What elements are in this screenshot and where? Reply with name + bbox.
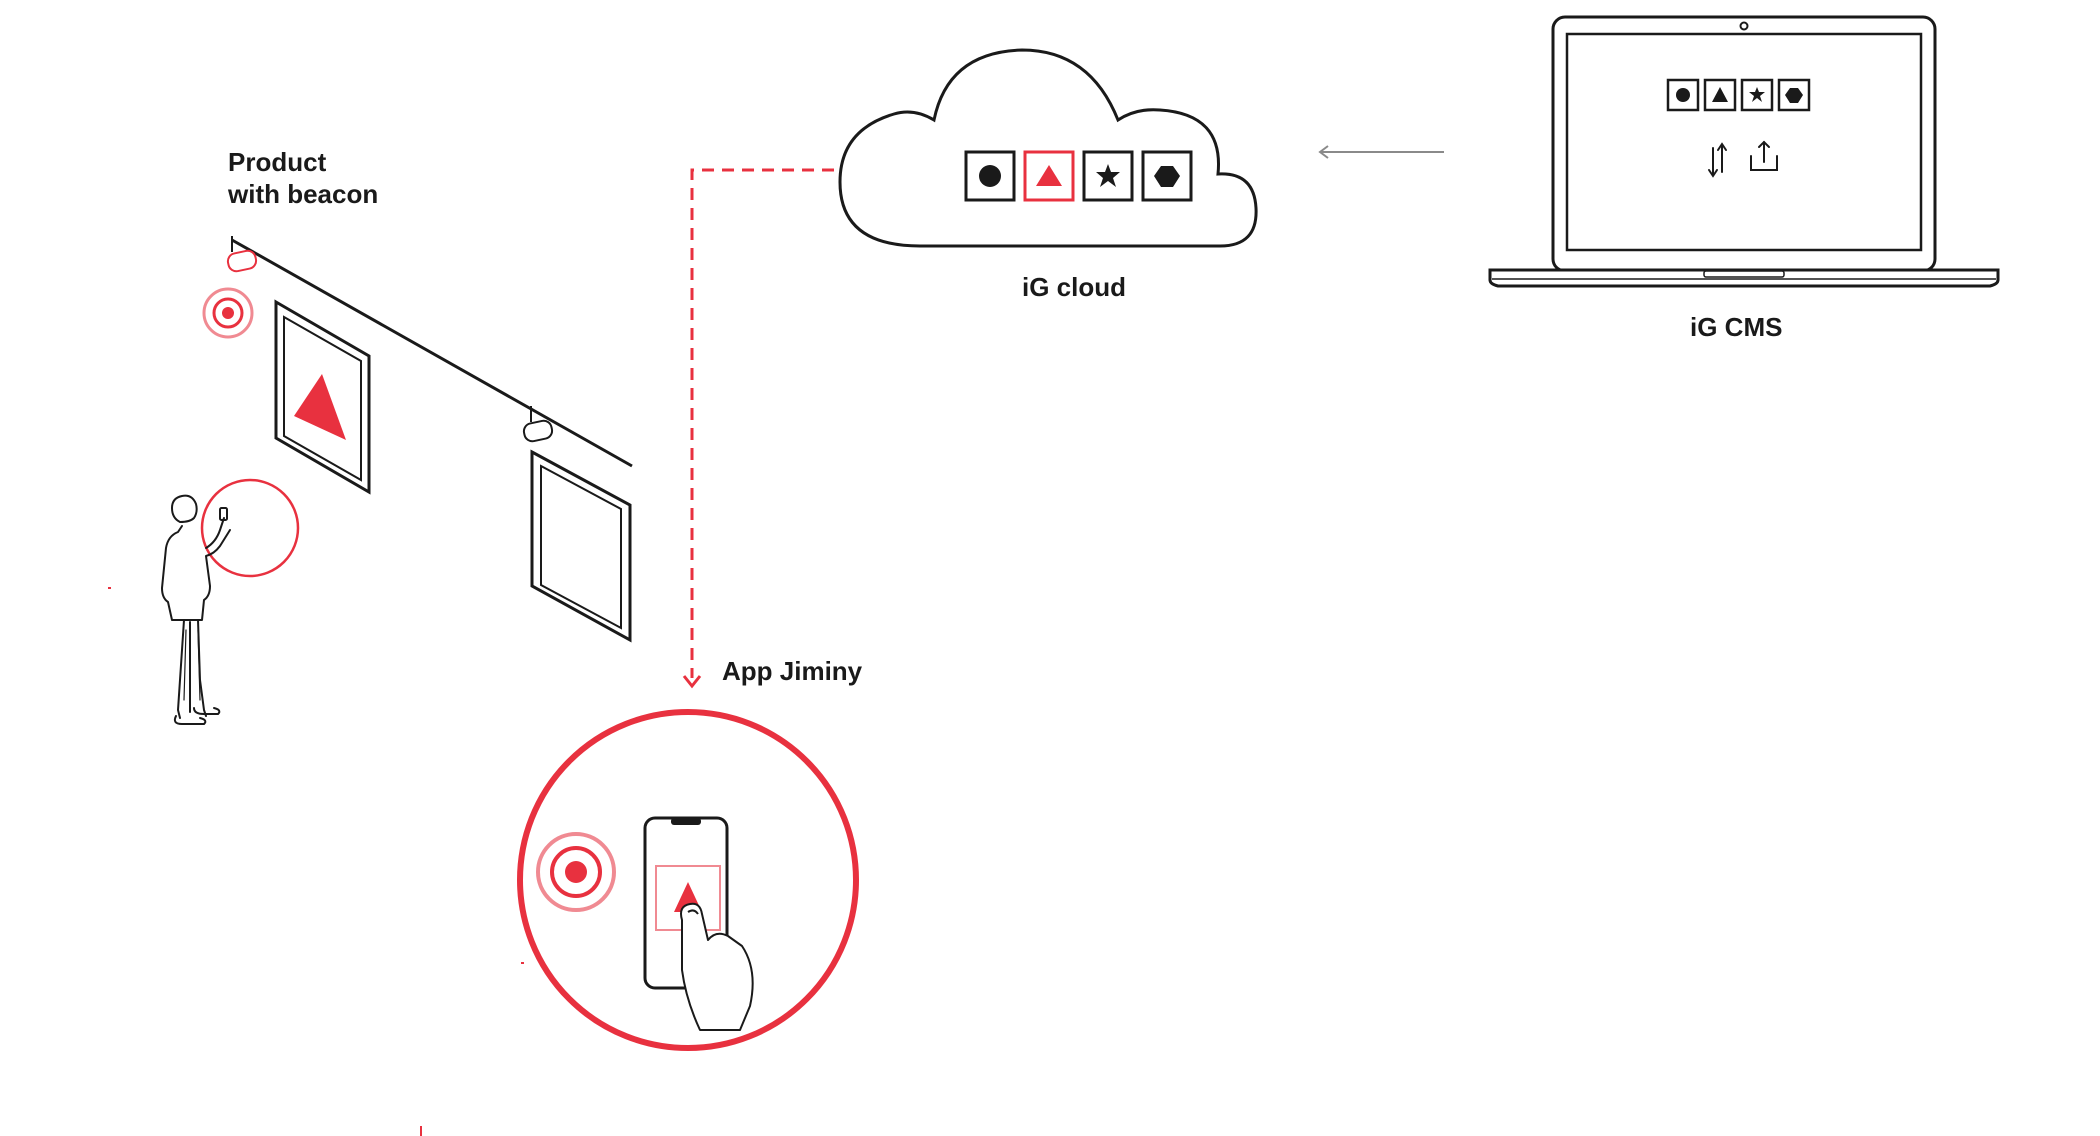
star-tile-icon xyxy=(1082,150,1134,202)
painting-with-triangle xyxy=(274,299,371,495)
circle-tile-icon xyxy=(964,150,1016,202)
product-label-line2: with beacon xyxy=(228,179,379,209)
cloud-shape xyxy=(838,48,1258,248)
stray-mark xyxy=(521,962,524,964)
arrowhead-down-icon xyxy=(682,675,702,689)
hand-icon xyxy=(680,902,754,1031)
circle-tile-icon xyxy=(1666,78,1700,112)
stray-mark xyxy=(420,1126,422,1136)
spotlight-icon xyxy=(226,236,258,273)
ig-cms-label: iG CMS xyxy=(1690,312,1783,342)
cloud-tiles xyxy=(964,150,1193,202)
ig-cloud-label: iG cloud xyxy=(1022,272,1126,302)
spotlight-icon xyxy=(522,406,554,443)
beacon-icon xyxy=(536,832,616,912)
visitor-icon xyxy=(161,494,231,725)
cms-to-cloud-arrow xyxy=(1318,145,1444,159)
sync-arrows-icon[interactable] xyxy=(1708,142,1727,178)
product-with-beacon-label: Product with beacon xyxy=(228,146,378,210)
cloud-to-app-connector xyxy=(690,168,874,678)
beacon-icon xyxy=(202,287,254,339)
hexagon-tile-icon xyxy=(1141,150,1193,202)
product-label-line1: Product xyxy=(228,147,327,177)
cms-tiles xyxy=(1666,78,1811,112)
ceiling-track xyxy=(231,238,633,468)
proximity-range-circle xyxy=(200,478,300,578)
star-tile-icon xyxy=(1740,78,1774,112)
upload-icon[interactable] xyxy=(1750,140,1778,171)
stray-mark xyxy=(108,587,111,589)
hexagon-tile-icon xyxy=(1777,78,1811,112)
laptop-icon xyxy=(1488,15,2000,288)
app-jiminy-label: App Jiminy xyxy=(722,656,863,686)
painting-empty xyxy=(530,449,632,643)
triangle-tile-icon xyxy=(1703,78,1737,112)
triangle-tile-icon xyxy=(1023,150,1075,202)
